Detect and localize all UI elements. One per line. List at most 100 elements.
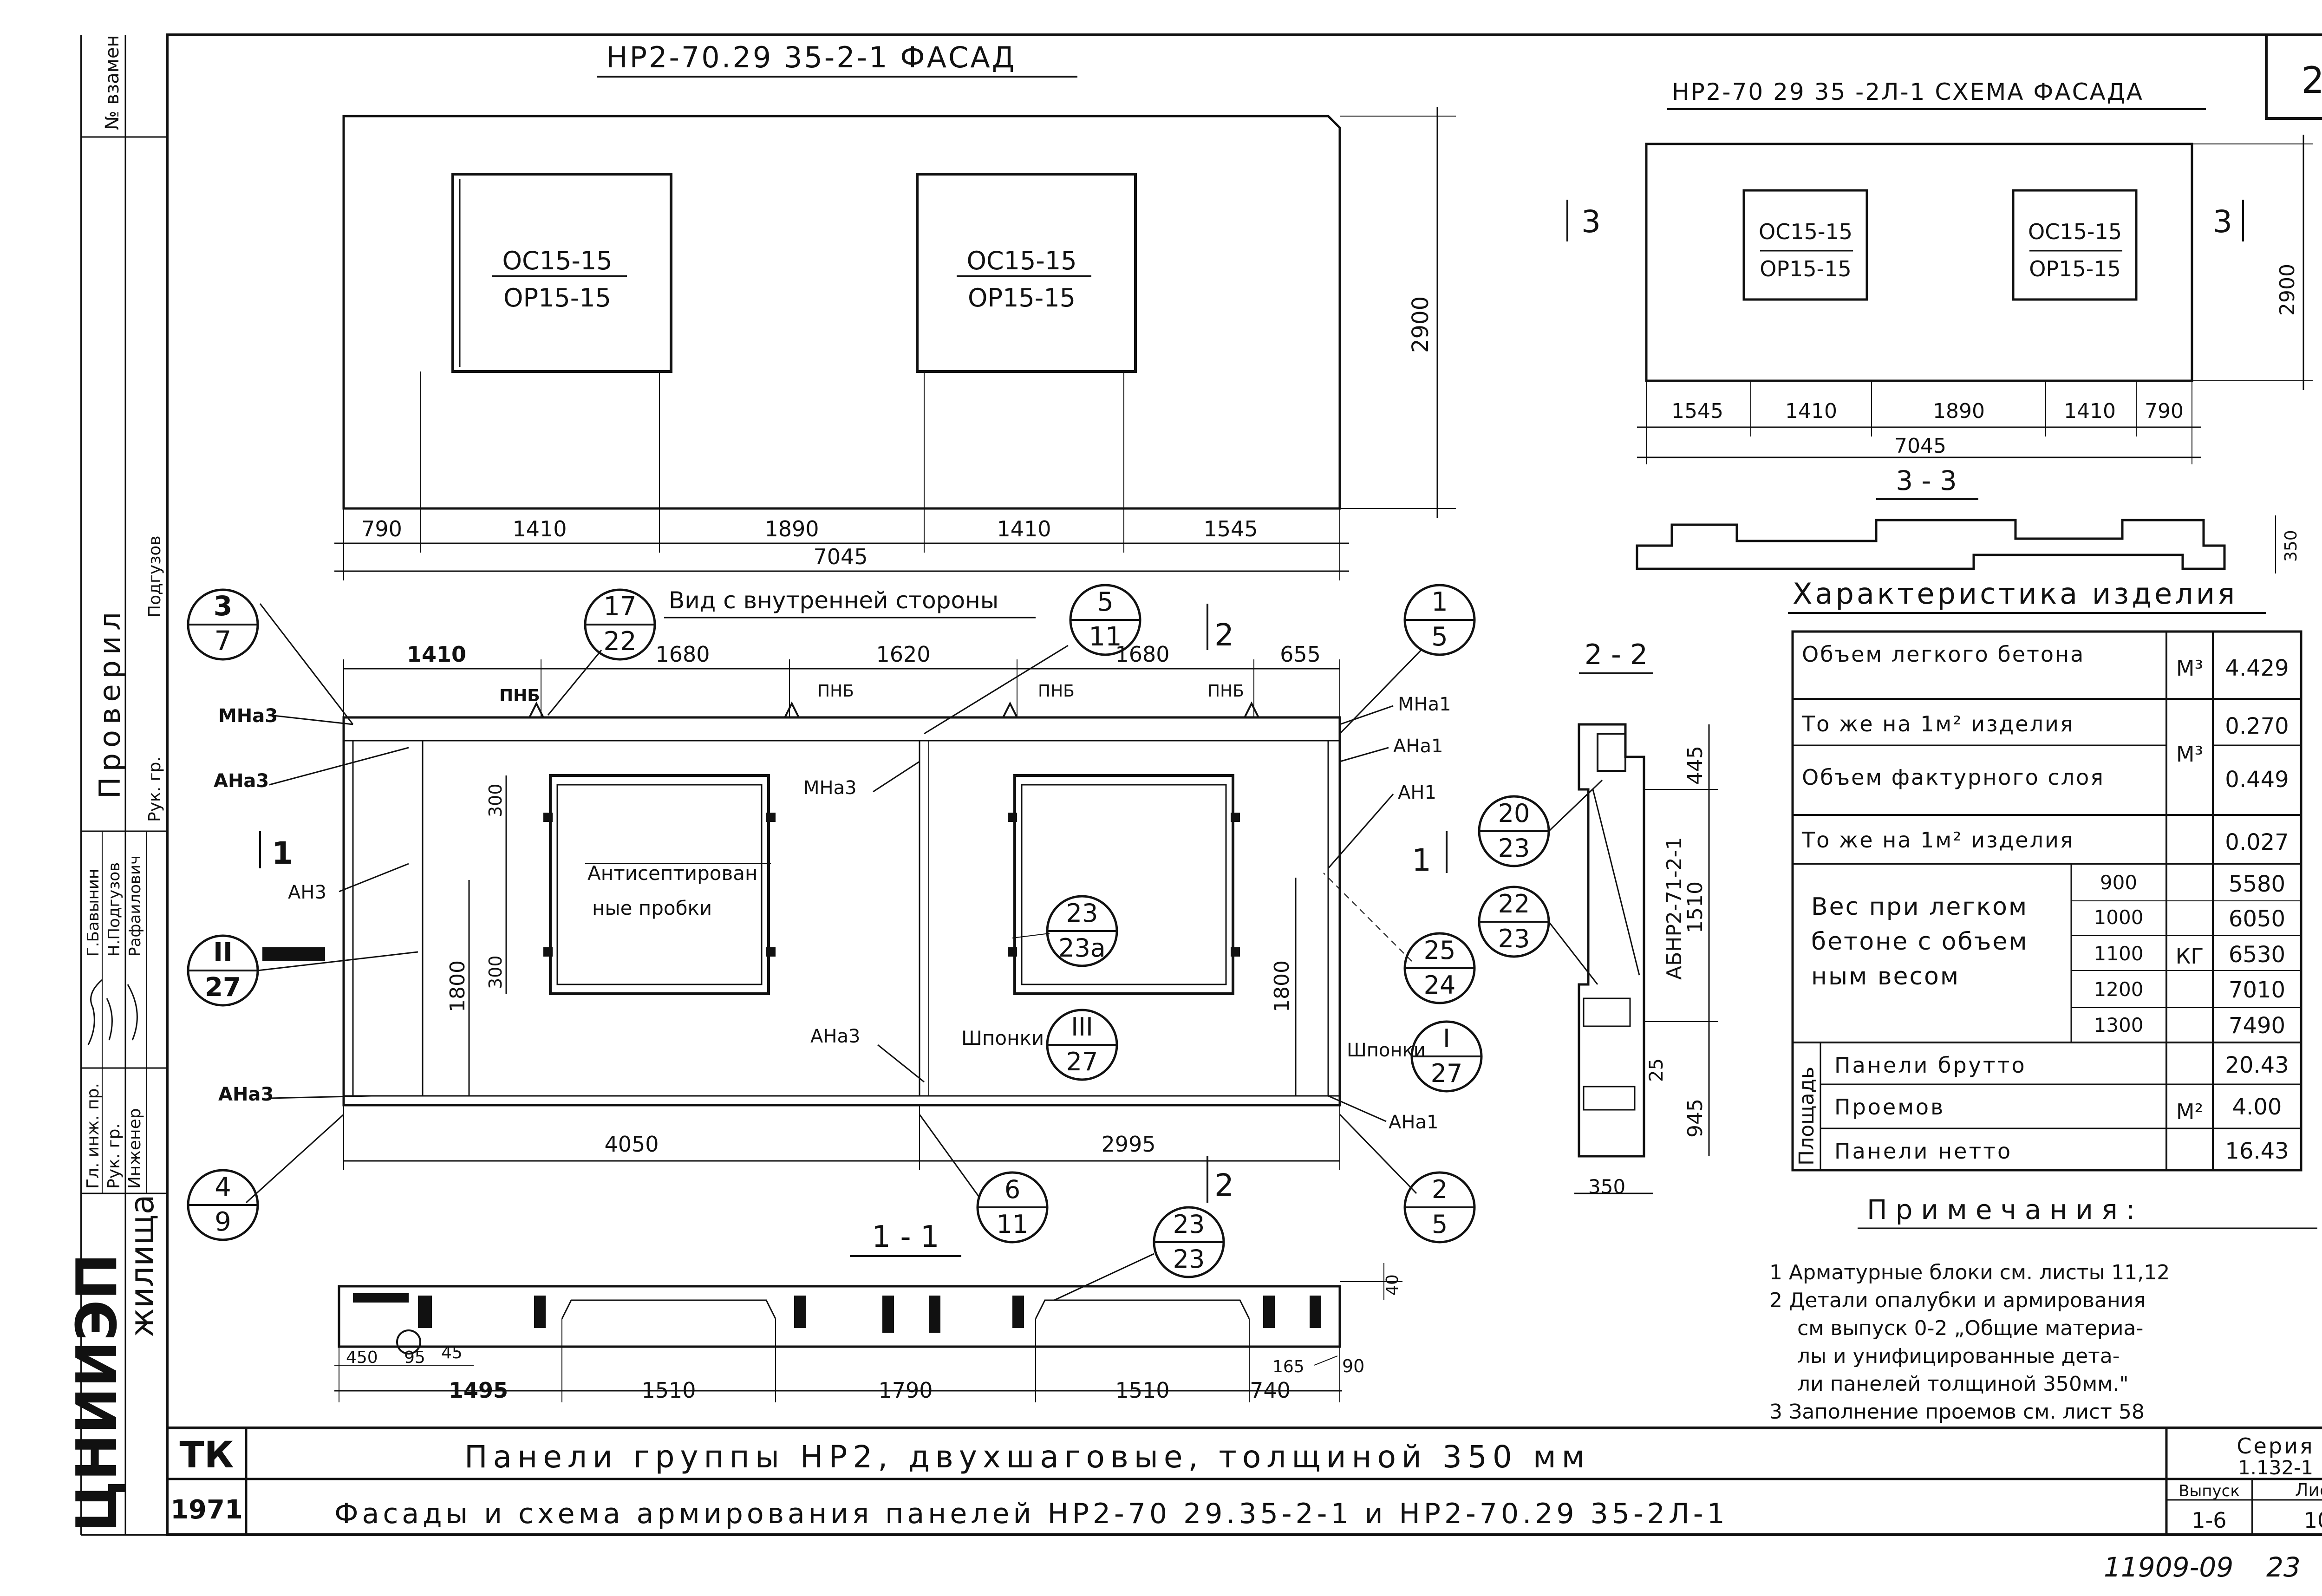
section-3-3: 3 - 3 350 bbox=[1636, 465, 2301, 573]
dim-300-bottom: 300 bbox=[485, 955, 506, 989]
area-row-2-value: 4.00 bbox=[2232, 1094, 2282, 1120]
weight-value-5: 7490 bbox=[2229, 1013, 2285, 1039]
area-row-1-value: 20.43 bbox=[2225, 1052, 2289, 1078]
section-3-3-thickness: 350 bbox=[2282, 530, 2301, 562]
interior-top-dim-1: 1410 bbox=[407, 642, 466, 667]
scheme-width-5: 790 bbox=[2145, 399, 2184, 423]
callout-17-22-bottom: 22 bbox=[603, 626, 636, 657]
callout-23-23a-top: 23 bbox=[1066, 899, 1098, 928]
callout-23-23-bottom: 23 bbox=[1173, 1244, 1205, 1274]
callout-17-22-top: 17 bbox=[603, 592, 636, 622]
left-label-ana3-top: АНа3 bbox=[214, 770, 269, 792]
right-label-ana1-top: АНа1 bbox=[1393, 736, 1443, 757]
footer: 11909-09 23 bbox=[2104, 1551, 2301, 1583]
scheme-width-chain: 1545 1410 1890 1410 790 7045 bbox=[1637, 381, 2201, 464]
volume-light-value: 4.429 bbox=[2225, 655, 2289, 681]
volume-light-label: Объем легкого бетона bbox=[1802, 642, 2085, 667]
area-unit: М² bbox=[2176, 1099, 2203, 1124]
dim-1800-right: 1800 bbox=[1270, 960, 1294, 1012]
scheme-window-1 bbox=[1742, 189, 1868, 301]
section-2-2-dim-350: 350 bbox=[1588, 1175, 1625, 1198]
scheme-width-4: 1410 bbox=[2064, 399, 2116, 423]
note-1: 1 Арматурные блоки см. листы 11,12 bbox=[1769, 1261, 2170, 1284]
volume-facing-value: 0.449 bbox=[2225, 767, 2289, 793]
interior-panel-outline bbox=[342, 716, 1341, 1107]
scheme-window-2-top: ОС15-15 bbox=[2028, 219, 2122, 244]
series-label: Серия bbox=[2237, 1433, 2314, 1459]
title-block-line2: Фасады и схема армирования панелей НР2-7… bbox=[334, 1498, 1728, 1530]
area-label: Площадь bbox=[1795, 1067, 1819, 1166]
area-row-2-label: Проемов bbox=[1834, 1094, 1945, 1120]
section-3-3-profile bbox=[1636, 519, 2226, 570]
section-1-1-dim-4: 1510 bbox=[1115, 1378, 1169, 1403]
area-row-3-label: Панели нетто bbox=[1834, 1139, 2012, 1164]
callout-25-24-top: 25 bbox=[1424, 936, 1456, 965]
issue-value: 1-6 bbox=[2192, 1508, 2226, 1533]
facade-window-2-top: ОС15-15 bbox=[966, 246, 1076, 275]
section-1-1-small-90: 90 bbox=[1342, 1356, 1364, 1376]
interior-bottom-dim-2: 2995 bbox=[1101, 1132, 1155, 1157]
title-block-org: ТК bbox=[180, 1434, 234, 1476]
callout-20-23-top: 20 bbox=[1498, 799, 1530, 828]
section-1-1-dim-2: 1510 bbox=[641, 1378, 696, 1403]
sheet-value: 10 bbox=[2304, 1508, 2322, 1533]
callout-5-11: 5 11 bbox=[1069, 584, 1141, 656]
callout-1-5-top: 1 bbox=[1431, 587, 1448, 617]
scheme-title: НР2-70 29 35 -2Л-1 СХЕМА ФАСАДА bbox=[1672, 78, 2144, 105]
facade-view: НР2-70.29 35-2-1 ФАСАД ОС15-15 ОР15-15 О… bbox=[334, 40, 1456, 580]
name-group-lead: Н.Подгузов bbox=[105, 862, 124, 957]
right-label-ana1-bottom: АНа1 bbox=[1389, 1112, 1438, 1133]
callout-23-23a: 23 23а bbox=[1046, 895, 1118, 967]
title-block-line1: Панели группы НР2, двухшаговые, толщиной… bbox=[464, 1439, 1590, 1475]
callout-III-27: III 27 bbox=[1046, 1009, 1118, 1081]
weight-label-2: бетоне с объем bbox=[1811, 928, 2028, 956]
callout-6-11-bottom: 11 bbox=[997, 1210, 1029, 1239]
weight-unit: КГ bbox=[2176, 944, 2204, 969]
facade-width-1: 790 bbox=[361, 516, 402, 541]
interior-top-dim-4: 1680 bbox=[1115, 642, 1169, 667]
scheme-width-3: 1890 bbox=[1933, 399, 1985, 423]
section-1-1-dim-3: 1790 bbox=[878, 1378, 933, 1403]
housing-label: жилища bbox=[123, 1194, 161, 1337]
same-per-m2-1-value: 0.270 bbox=[2225, 713, 2289, 739]
section-mark-2-bottom: 2 bbox=[1214, 1167, 1234, 1203]
section-1-1-small-40: 40 bbox=[1383, 1274, 1402, 1296]
note-3: см выпуск 0-2 „Общие материа- bbox=[1797, 1316, 2143, 1340]
facade-width-2: 1410 bbox=[512, 516, 567, 541]
section-1-1: 1 - 1 1495 1510 1790 1510 740 450 95 45 … bbox=[334, 1220, 1402, 1403]
section-1-1-dim-1: 1495 bbox=[449, 1378, 508, 1403]
note-2: 2 Детали опалубки и армирования bbox=[1769, 1289, 2146, 1312]
callout-23-23a-bottom: 23а bbox=[1058, 933, 1106, 963]
section-1-1-title: 1 - 1 bbox=[872, 1220, 939, 1254]
facade-width-5: 1545 bbox=[1203, 516, 1258, 541]
section-1-1-small-45: 45 bbox=[441, 1343, 463, 1362]
callout-5-11-bottom: 11 bbox=[1089, 622, 1122, 652]
callout-1-5: 1 5 bbox=[1403, 584, 1476, 656]
scheme-section-mark-left: 3 bbox=[1581, 204, 1601, 240]
weight-label-3: ным весом bbox=[1811, 963, 1960, 990]
section-2-2: 2 - 2 АБНР2-71-2-1 445 1510 945 25 350 bbox=[1574, 638, 1718, 1198]
center-label-ana3: АНа3 bbox=[810, 1026, 860, 1047]
weight-value-1: 5580 bbox=[2229, 871, 2285, 897]
center-label-mna3: МНа3 bbox=[803, 777, 857, 799]
callout-20-23: 20 23 bbox=[1478, 779, 1603, 867]
callout-III-27-top: III bbox=[1071, 1012, 1093, 1042]
note-6: 3 Заполнение проемов см. лист 58 bbox=[1769, 1400, 2145, 1424]
callout-2-5-top: 2 bbox=[1432, 1175, 1448, 1204]
scheme-window-1-top: ОС15-15 bbox=[1759, 219, 1852, 244]
section-2-2-dim-445: 445 bbox=[1683, 746, 1707, 785]
volume-facing-label: Объем фактурного слоя bbox=[1802, 765, 2105, 790]
weight-value-3: 6530 bbox=[2229, 942, 2285, 968]
callout-25-24: 25 24 bbox=[1403, 932, 1476, 1004]
scheme-section-mark-right: 3 bbox=[2213, 204, 2232, 240]
sheet-label: Лист bbox=[2295, 1480, 2322, 1500]
section-2-2-title: 2 - 2 bbox=[1585, 638, 1648, 671]
scheme-window-2 bbox=[2012, 189, 2138, 301]
interior-window-2 bbox=[1013, 774, 1234, 995]
facade-window-1 bbox=[451, 173, 672, 373]
scheme-window-1-bottom: ОР15-15 bbox=[1760, 256, 1852, 281]
note-5: ли панелей толщиной 350мм." bbox=[1797, 1372, 2129, 1396]
section-2-2-dim-945: 945 bbox=[1683, 1099, 1707, 1138]
facade-width-4: 1410 bbox=[997, 516, 1051, 541]
same-per-m2-2-label: То же на 1м² изделия bbox=[1801, 827, 2074, 853]
